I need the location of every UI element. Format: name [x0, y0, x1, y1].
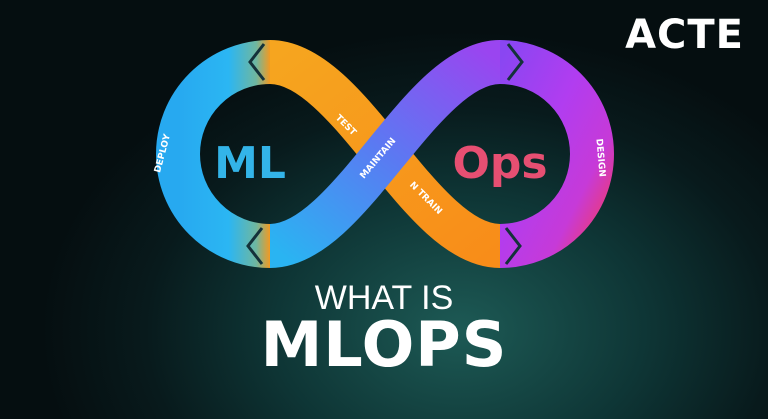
arrow-chevron-icon — [504, 227, 522, 265]
arrow-chevron-icon — [506, 43, 524, 81]
headline-what-is: WHAT IS — [314, 279, 454, 317]
headline-mlops: MLOPS — [260, 308, 508, 381]
ml-text: ML — [214, 138, 286, 189]
arrow-chevron-icon — [248, 43, 266, 81]
brand-logo: ACTE — [625, 12, 744, 58]
left-ring — [156, 40, 271, 268]
arrow-chevron-icon — [246, 227, 264, 265]
design-label: DESIGN — [593, 138, 606, 177]
mlops-infinity-graphic: ML Ops DEPLOY TEST MAINTAIN N TRAIN DESI… — [153, 40, 614, 268]
ops-text: Ops — [452, 138, 547, 189]
blue-purple-band — [267, 40, 503, 268]
right-ring — [499, 40, 614, 268]
